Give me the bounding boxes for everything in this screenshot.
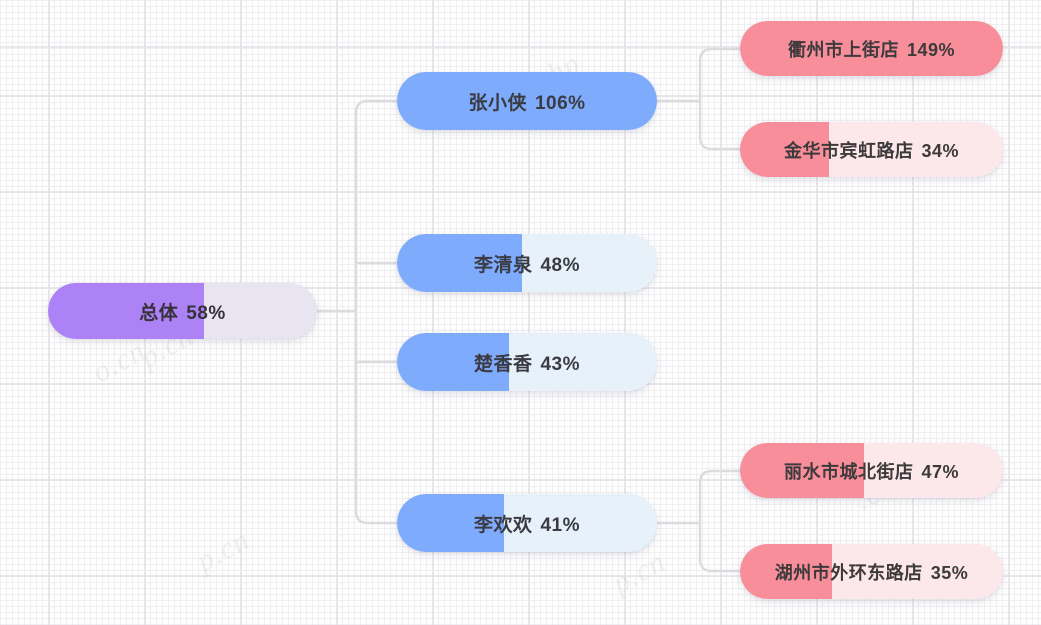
- progress-fill-level2-0: [397, 72, 657, 130]
- node-name: 李欢欢: [473, 514, 533, 536]
- node-percent: 34%: [921, 140, 960, 161]
- node-name: 李清泉: [473, 254, 533, 276]
- connector-branch-b: [698, 469, 742, 573]
- node-percent: 149%: [906, 39, 956, 60]
- progress-fill-level2-3: [397, 494, 504, 552]
- tree-node-level2-2[interactable]: 楚香香 43%: [397, 333, 657, 391]
- tree-node-root[interactable]: 总体 58%: [48, 283, 317, 339]
- tree-node-label: 李清泉 48%: [474, 250, 580, 277]
- progress-fill-level3-1: [740, 122, 830, 177]
- tree-node-label: 金华市宾虹路店 34%: [784, 137, 959, 163]
- progress-fill-level3-2: [740, 443, 864, 498]
- connector-branch-a: [698, 47, 742, 151]
- node-name: 丽水市城北街店: [783, 461, 914, 482]
- tree-node-level3-3[interactable]: 湖州市外环东路店 35%: [740, 544, 1003, 599]
- tree-node-label: 楚香香 43%: [474, 349, 580, 376]
- watermark-6: p.cn: [191, 523, 256, 578]
- tree-node-level3-0[interactable]: 衢州市上街店 149%: [740, 21, 1003, 76]
- node-name: 楚香香: [473, 353, 533, 375]
- tree-node-level2-1[interactable]: 李清泉 48%: [397, 234, 657, 292]
- tree-node-label: 丽水市城北街店 47%: [784, 458, 959, 484]
- tree-node-label: 湖州市外环东路店 35%: [775, 559, 969, 585]
- node-percent: 106%: [534, 92, 586, 114]
- progress-fill-level3-3: [740, 544, 833, 599]
- progress-fill-root: [48, 283, 205, 339]
- tree-node-label: 李欢欢 41%: [474, 510, 580, 537]
- connector-trunk-main: [354, 99, 399, 525]
- node-name: 总体: [139, 302, 179, 324]
- progress-fill-level2-1: [397, 234, 522, 292]
- tree-node-level3-1[interactable]: 金华市宾虹路店 34%: [740, 122, 1003, 177]
- tree-node-level2-3[interactable]: 李欢欢 41%: [397, 494, 657, 552]
- node-percent: 48%: [540, 254, 581, 276]
- node-name: 衢州市上街店: [787, 39, 899, 60]
- watermark-9: p.cn: [607, 545, 672, 600]
- node-percent: 47%: [921, 461, 960, 482]
- node-percent: 58%: [186, 302, 226, 324]
- progress-fill-level2-2: [397, 333, 509, 391]
- progress-fill-level3-0: [740, 21, 1003, 76]
- tree-node-label: 总体 58%: [139, 298, 226, 325]
- tree-node-label: 张小侠 106%: [468, 88, 585, 115]
- node-percent: 41%: [540, 514, 581, 536]
- tree-node-label: 衢州市上街店 149%: [788, 36, 955, 62]
- node-name: 金华市宾虹路店: [783, 140, 914, 161]
- node-name: 张小侠: [468, 92, 527, 114]
- tree-node-level3-2[interactable]: 丽水市城北街店 47%: [740, 443, 1003, 498]
- node-percent: 35%: [930, 562, 969, 583]
- node-percent: 43%: [540, 353, 581, 375]
- node-name: 湖州市外环东路店: [774, 562, 923, 583]
- tree-node-level2-0[interactable]: 张小侠 106%: [397, 72, 657, 130]
